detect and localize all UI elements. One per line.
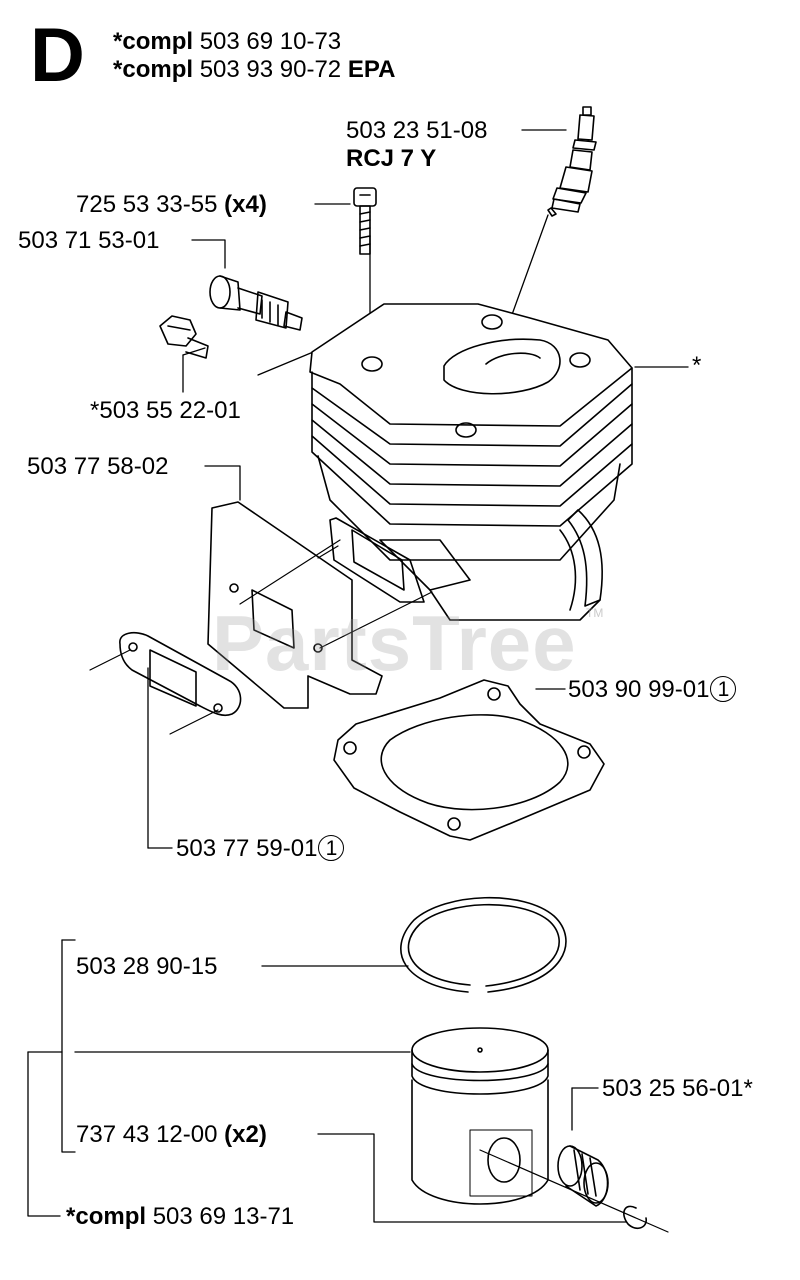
header-line-2-prefix: *compl — [113, 56, 194, 83]
spark-plug-drawing — [547, 106, 597, 217]
cylinder-marker-text: * — [692, 352, 702, 379]
screw-drawing — [353, 187, 377, 255]
spark-plug-number[interactable]: 503 23 51-08 — [346, 117, 488, 144]
watermark: PartsTree — [212, 599, 577, 687]
plate-drawing — [207, 501, 383, 709]
bearing-number[interactable]: 503 25 56-01* — [602, 1075, 753, 1102]
assembly-header: *compl 503 69 10-73 *compl 503 93 90-72 … — [113, 28, 395, 84]
needle-bearing-drawing — [557, 1145, 609, 1207]
circlip-label[interactable]: 737 43 12-00 (x2) — [76, 1122, 267, 1148]
header-line-1-prefix: *compl — [113, 28, 194, 55]
exhaust-gasket-badge: 1 — [318, 834, 345, 861]
valve-drawing — [209, 275, 303, 331]
header-line-2-suffix: EPA — [347, 56, 396, 83]
base-gasket-number[interactable]: 503 90 99-01 — [568, 676, 710, 703]
piston-ring-drawing — [400, 896, 567, 993]
spark-plug-sub-label: RCJ 7 Y — [346, 146, 436, 172]
section-letter: D — [30, 13, 85, 98]
cylinder-drawing — [309, 303, 633, 621]
base-gasket-badge: 1 — [710, 675, 737, 702]
screw-number[interactable]: 725 53 33-55 — [76, 191, 218, 218]
screw-label[interactable]: 725 53 33-55 (x4) — [76, 192, 267, 218]
valve-label[interactable]: 503 71 53-01 — [18, 228, 159, 254]
exhaust-gasket-drawing — [119, 631, 242, 717]
exhaust-gasket-number[interactable]: 503 77 59-01 — [176, 835, 318, 862]
circlip-number[interactable]: 737 43 12-00 — [76, 1121, 218, 1148]
screw-qty: (x4) — [224, 191, 267, 218]
plug-label[interactable]: *503 55 22-01 — [90, 398, 241, 424]
plug-drawing — [159, 315, 209, 359]
base-gasket-drawing — [333, 679, 605, 841]
ring-label[interactable]: 503 28 90-15 — [76, 954, 217, 980]
plate-number[interactable]: 503 77 58-02 — [27, 453, 169, 480]
piston-compl-label[interactable]: *compl 503 69 13-71 — [66, 1204, 294, 1230]
exhaust-lines — [89, 539, 433, 735]
plug-number[interactable]: *503 55 22-01 — [90, 397, 241, 424]
spark-plug-type: RCJ 7 Y — [346, 145, 437, 172]
watermark-tm: TM — [586, 606, 604, 620]
circlip-qty: (x2) — [224, 1121, 267, 1148]
piston-compl-prefix: *compl — [66, 1203, 147, 1230]
spark-plug-label[interactable]: 503 23 51-08 — [346, 118, 487, 144]
bearing-label[interactable]: 503 25 56-01* — [602, 1076, 753, 1102]
circlip-drawing — [623, 1205, 647, 1230]
piston-compl-number[interactable]: 503 69 13-71 — [152, 1203, 295, 1230]
ring-number[interactable]: 503 28 90-15 — [76, 953, 218, 980]
header-line-2-number[interactable]: 503 93 90-72 — [199, 56, 342, 83]
piston-drawing — [411, 1027, 549, 1205]
cylinder-marker: * — [692, 353, 701, 379]
header-line-1-number[interactable]: 503 69 10-73 — [199, 28, 342, 55]
header-line-1: *compl 503 69 10-73 — [113, 28, 395, 56]
header-line-2: *compl 503 93 90-72 EPA — [113, 56, 395, 84]
plate-label[interactable]: 503 77 58-02 — [27, 454, 168, 480]
valve-number[interactable]: 503 71 53-01 — [18, 227, 160, 254]
